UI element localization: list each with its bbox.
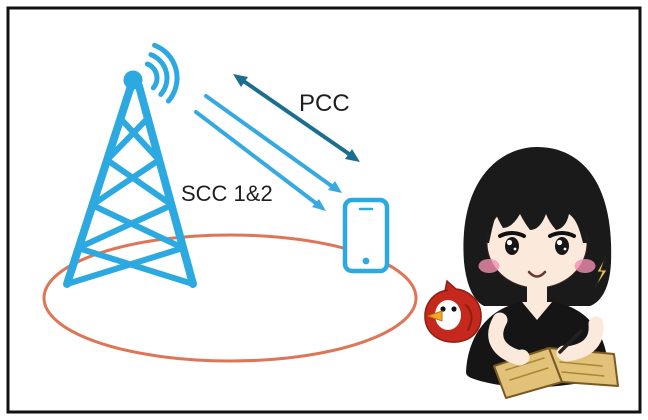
frame-border [6,6,642,414]
pcc-label: PCC [299,90,350,117]
right-eye [548,231,576,255]
neck [527,286,547,304]
scc-label: SCC 1&2 [181,181,273,206]
bird-eye-left [440,306,446,312]
blush-right [574,259,596,273]
scc-arrow-2-shaft [194,110,319,206]
scc-arrowhead-2 [312,199,326,211]
notebook-line-1 [505,357,545,371]
notebook-line-2 [509,367,549,381]
scc-arrows [194,94,342,211]
lightning-earring [594,255,608,289]
blush-left [478,259,500,273]
scc-arrowhead-1 [328,181,342,193]
left-eye-lash [498,231,526,238]
girl-cartoon [463,147,619,399]
phone-home-button [362,257,370,265]
pen [558,329,583,354]
tower-brace-b [75,115,196,287]
mouth [527,270,547,278]
tower-brace-a [64,115,186,287]
left-eye-highlight-small [513,247,517,251]
wave-3 [152,42,180,104]
left-eye [498,231,526,255]
wave-1 [144,61,160,91]
phone-outline [342,197,390,274]
bird-wing [465,304,473,331]
right-eye-highlight-small [563,247,567,251]
bangs [487,196,587,243]
pcc-arrowhead-down [345,149,360,162]
antenna-dot [123,70,143,90]
cell-tower-icon [63,70,197,288]
signal-waves-icon [144,42,180,104]
right-eye-highlight [556,239,563,246]
notebook-line-4 [561,371,605,377]
coverage-ellipse [42,233,418,363]
right-eye-iris [555,237,569,255]
right-eye-lash [548,231,576,238]
pcc-arrowhead-up [233,74,248,87]
left-eye-highlight [506,239,513,246]
wave-2 [148,52,170,97]
left-hand [514,349,530,365]
left-eye-iris [505,237,519,255]
chest [522,302,552,320]
bird-eye-right [451,306,457,312]
scc-arrow-1-shaft [204,94,335,189]
pcc-arrow-shaft [240,78,354,158]
bird-cartoon [424,279,482,343]
smartphone-icon [342,197,390,274]
pcc-arrow [233,74,360,162]
right-hand [556,345,572,361]
notebook-line-3 [559,361,603,367]
bird-beak [427,310,443,322]
